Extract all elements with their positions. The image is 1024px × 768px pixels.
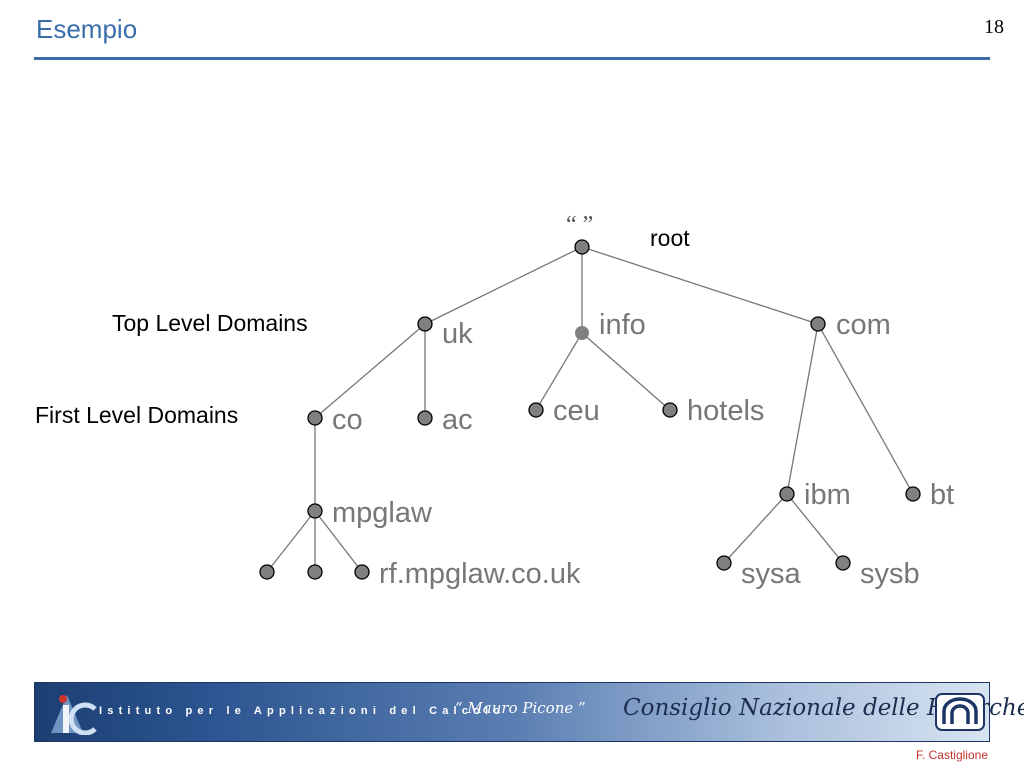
- node-leaf1: [259, 564, 275, 580]
- first-level-domains-label: First Level Domains: [35, 402, 239, 428]
- edge-ibm-sysb: [786, 493, 844, 564]
- edge-com-ibm: [786, 323, 819, 495]
- node-hotels: [662, 402, 678, 418]
- tree-labels: uk info com co ac ceu hotels ibm bt mpglaw rf.mpgl…: [332, 309, 954, 590]
- edge-uk-co: [314, 323, 426, 419]
- edge-mpglaw-rf: [314, 510, 363, 573]
- node-com: [810, 316, 826, 332]
- node-leaf2: [307, 564, 323, 580]
- author-credit: F. Castiglione: [915, 748, 988, 762]
- node-label-co: co: [332, 404, 363, 436]
- node-label-ibm: ibm: [804, 479, 851, 511]
- node-sysb: [835, 555, 851, 571]
- node-label-uk: uk: [442, 318, 473, 350]
- edge-root-uk: [424, 246, 583, 325]
- node-label-sysa: sysa: [741, 558, 802, 590]
- root-label: root: [650, 225, 690, 251]
- node-ibm: [779, 486, 795, 502]
- node-label-sysb: sysb: [860, 558, 920, 590]
- node-label-rf: rf.mpglaw.co.uk: [379, 558, 581, 590]
- page-number: 18: [984, 16, 1004, 38]
- edge-info-ceu: [535, 332, 583, 411]
- cnr-logo-icon: [935, 693, 985, 731]
- node-label-com: com: [836, 309, 891, 341]
- node-label-info: info: [599, 309, 646, 341]
- edge-com-bt: [817, 323, 914, 495]
- node-ac: [417, 410, 433, 426]
- node-uk: [417, 316, 433, 332]
- node-label-hotels: hotels: [687, 395, 764, 427]
- node-ceu: [528, 402, 544, 418]
- node-mpglaw: [307, 503, 323, 519]
- root-quotes: “ ”: [566, 212, 593, 238]
- node-label-ac: ac: [442, 404, 473, 436]
- edge-info-hotels: [581, 332, 671, 411]
- institute-name: Istituto per le Applicazioni del Calcolo: [99, 705, 506, 717]
- institute-signature: “ Mauro Picone ”: [455, 699, 586, 717]
- tree-nodes: [259, 239, 921, 580]
- node-rf: [354, 564, 370, 580]
- node-label-bt: bt: [930, 479, 954, 511]
- node-label-ceu: ceu: [553, 395, 600, 427]
- tree-edges: [266, 246, 914, 573]
- edge-root-com: [581, 246, 819, 325]
- iac-logo-icon: [51, 695, 97, 735]
- footer-banner: Istituto per le Applicazioni del Calcolo…: [34, 682, 1024, 742]
- node-co: [307, 410, 323, 426]
- slide-title: Esempio: [36, 14, 138, 44]
- node-sysa: [716, 555, 732, 571]
- title-divider: [34, 57, 990, 60]
- top-level-domains-label: Top Level Domains: [112, 310, 308, 336]
- node-bt: [905, 486, 921, 502]
- node-label-mpglaw: mpglaw: [332, 497, 433, 529]
- edge-ibm-sysa: [723, 493, 788, 564]
- node-root: [574, 239, 590, 255]
- node-info: [575, 326, 589, 340]
- edge-mpglaw-leaf1: [266, 510, 316, 573]
